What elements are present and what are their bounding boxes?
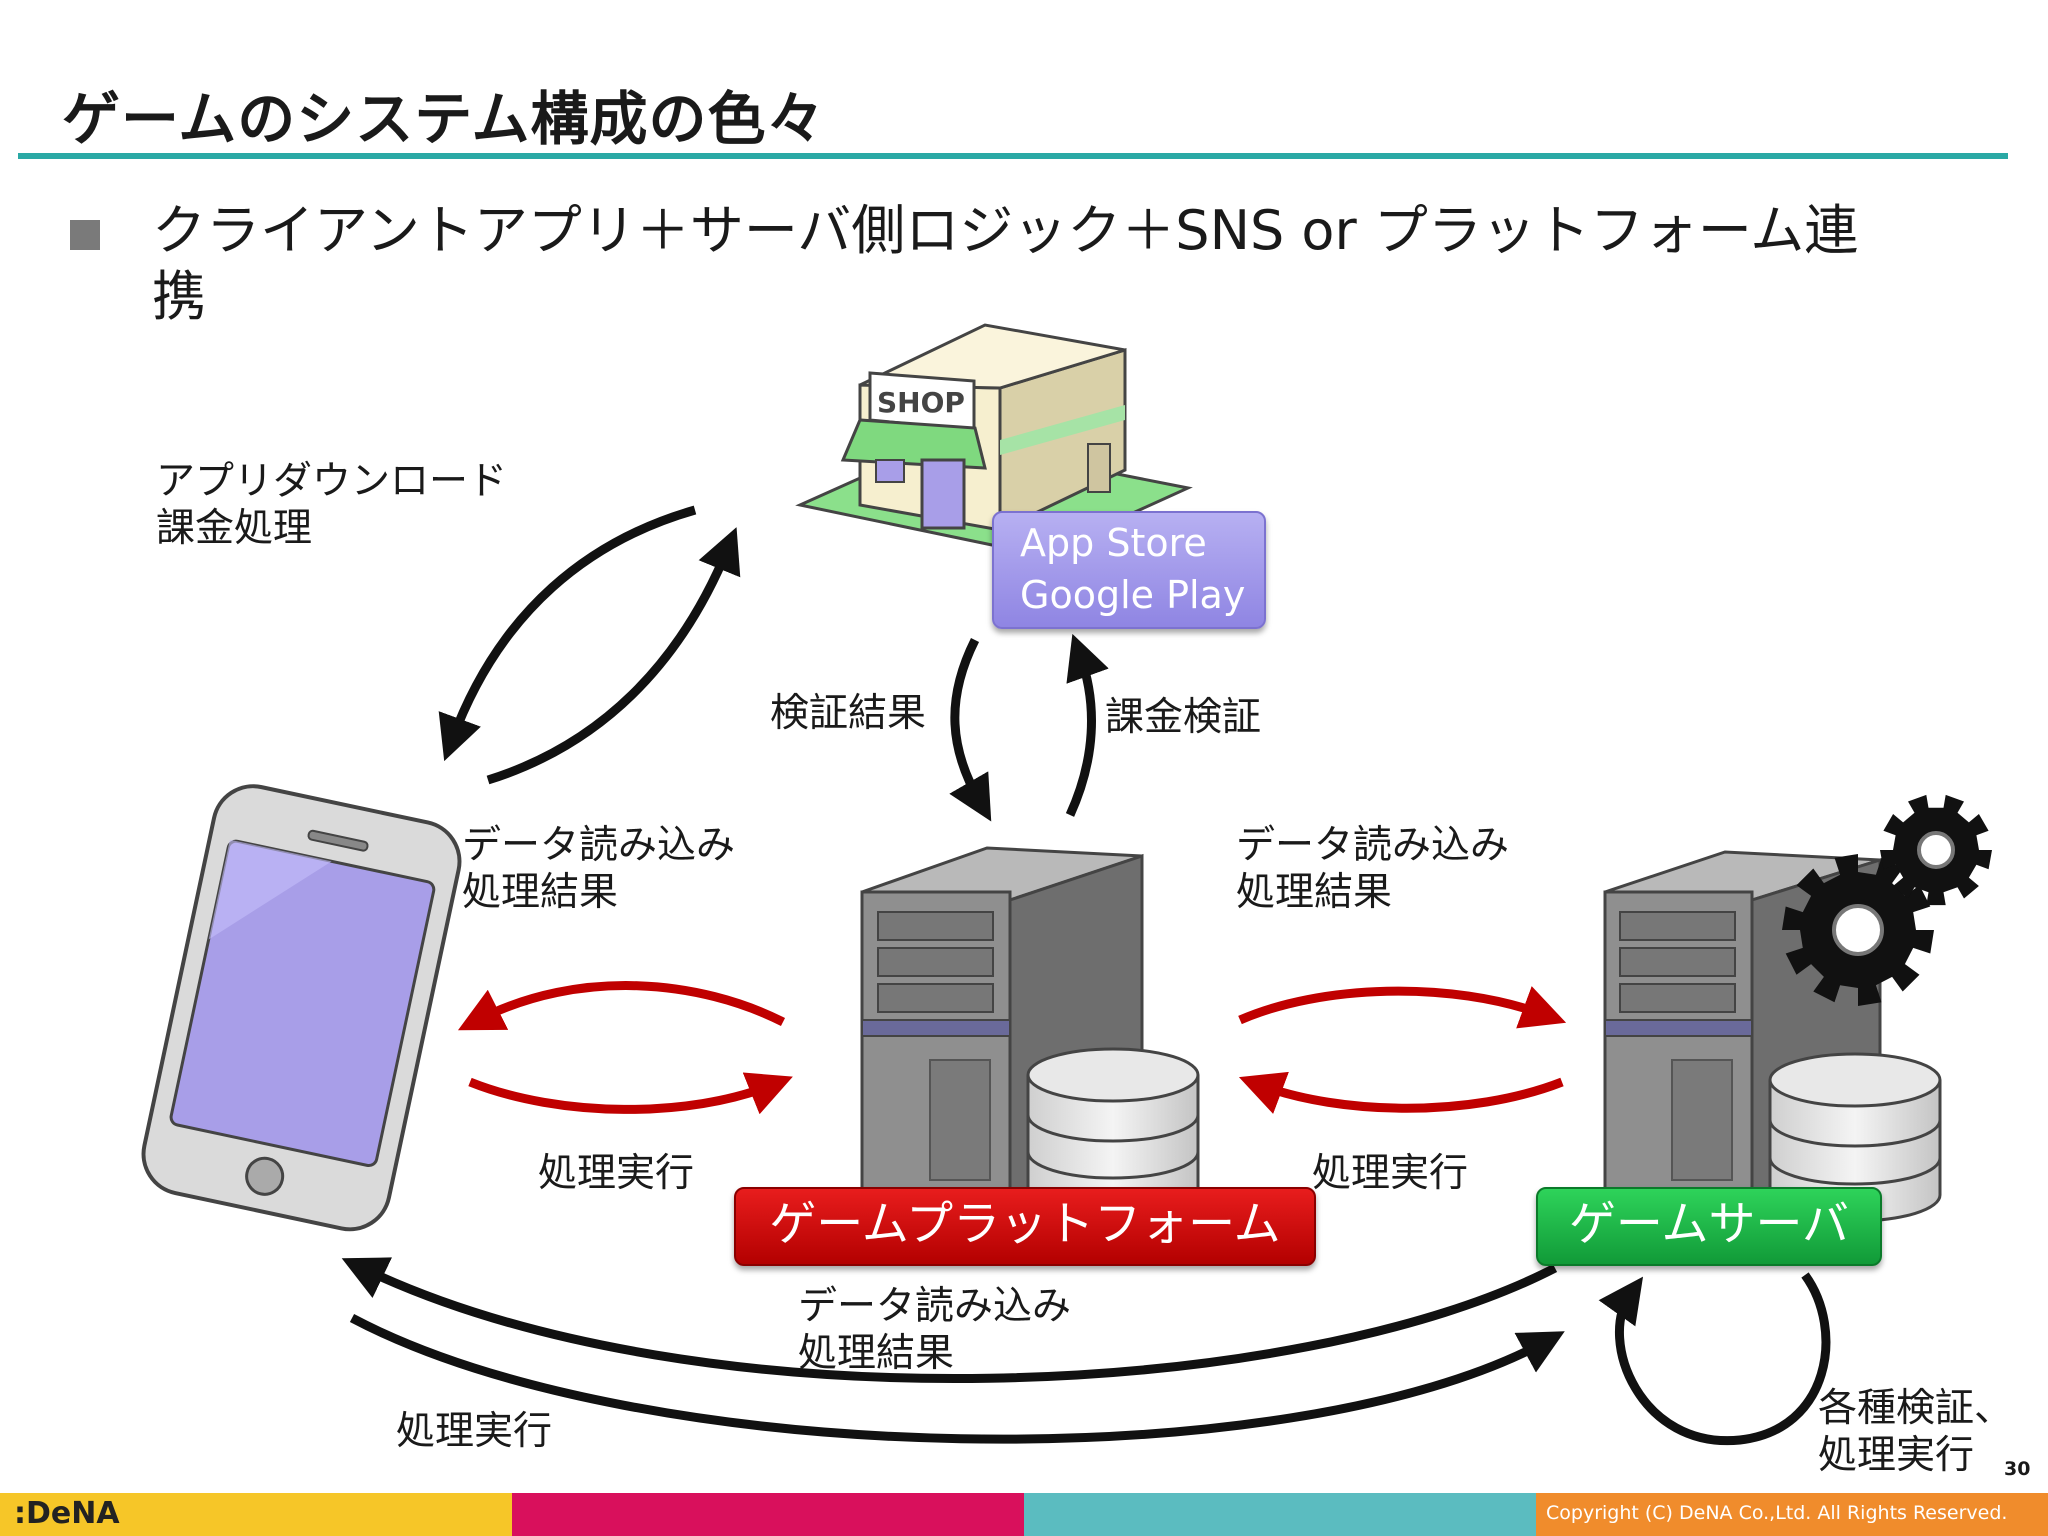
app-store-label: App Store bbox=[1020, 521, 1207, 565]
arrow-server-to-phone bbox=[341, 1257, 1558, 1384]
game-server-badge: ゲームサーバ bbox=[1536, 1187, 1882, 1266]
label-billing-verify: 課金検証 bbox=[1105, 695, 1262, 740]
footer-segment-orange bbox=[1536, 1493, 2048, 1536]
arrow-phone-to-platform bbox=[468, 1072, 793, 1115]
label-verify-result: 検証結果 bbox=[770, 691, 927, 736]
slide-title: ゲームのシステム構成の色々 bbox=[62, 85, 826, 153]
label-app-download: アプリダウンロード 課金処理 bbox=[156, 459, 508, 551]
app-store-badge: App Store Google Play bbox=[992, 511, 1266, 629]
bullet-text-content: クライアントアプリ＋サーバ側ロジック＋SNS or プラットフォーム連携 bbox=[152, 199, 1859, 328]
gear-icon bbox=[1782, 854, 1934, 1006]
footer-segment-yellow bbox=[0, 1493, 512, 1536]
label-client-read: データ読み込み 処理結果 bbox=[462, 823, 736, 915]
title-rule bbox=[18, 153, 2008, 159]
dena-logo: :DeNA bbox=[14, 1496, 120, 1531]
arrow-server-to-platform bbox=[1238, 1071, 1564, 1114]
arrow-phone-to-server bbox=[349, 1314, 1565, 1444]
game-platform-badge: ゲームプラットフォーム bbox=[734, 1187, 1316, 1266]
arrow-server-self-loop bbox=[1598, 1272, 1831, 1446]
bullet-text: クライアントアプリ＋サーバ側ロジック＋SNS or プラットフォーム連携 bbox=[152, 198, 1982, 330]
footer-segment-teal bbox=[1024, 1493, 1536, 1536]
arrow-platform-to-phone bbox=[457, 981, 786, 1031]
page-number: 30 bbox=[2004, 1458, 2031, 1480]
arrow-platform-to-store bbox=[1065, 633, 1109, 817]
label-client-exec: 処理実行 bbox=[538, 1151, 695, 1196]
arrow-store-to-platform bbox=[949, 637, 992, 822]
label-platform-read: データ読み込み 処理結果 bbox=[1236, 823, 1510, 915]
footer-segment-magenta bbox=[512, 1493, 1024, 1536]
label-bottom-exec: 処理実行 bbox=[396, 1409, 553, 1454]
smartphone-illustration bbox=[141, 784, 462, 1232]
google-play-label: Google Play bbox=[1020, 573, 1246, 617]
label-bottom-read: データ読み込み 処理結果 bbox=[798, 1284, 1072, 1376]
shop-sign: SHOP bbox=[877, 386, 965, 419]
label-platform-exec: 処理実行 bbox=[1312, 1151, 1469, 1196]
footer-stripe bbox=[0, 1493, 2048, 1536]
arrow-store-to-phone bbox=[438, 505, 697, 762]
label-server-self: 各種検証、 処理実行 bbox=[1818, 1386, 2014, 1478]
platform-database-icon bbox=[1026, 1047, 1200, 1218]
arrow-platform-to-server bbox=[1238, 986, 1567, 1029]
gear-icon bbox=[1880, 794, 1992, 906]
bullet-marker bbox=[70, 220, 100, 250]
arrow-phone-to-store bbox=[486, 527, 741, 785]
copyright-text: Copyright (C) DeNA Co.,Ltd. All Rights R… bbox=[1546, 1502, 2008, 1524]
